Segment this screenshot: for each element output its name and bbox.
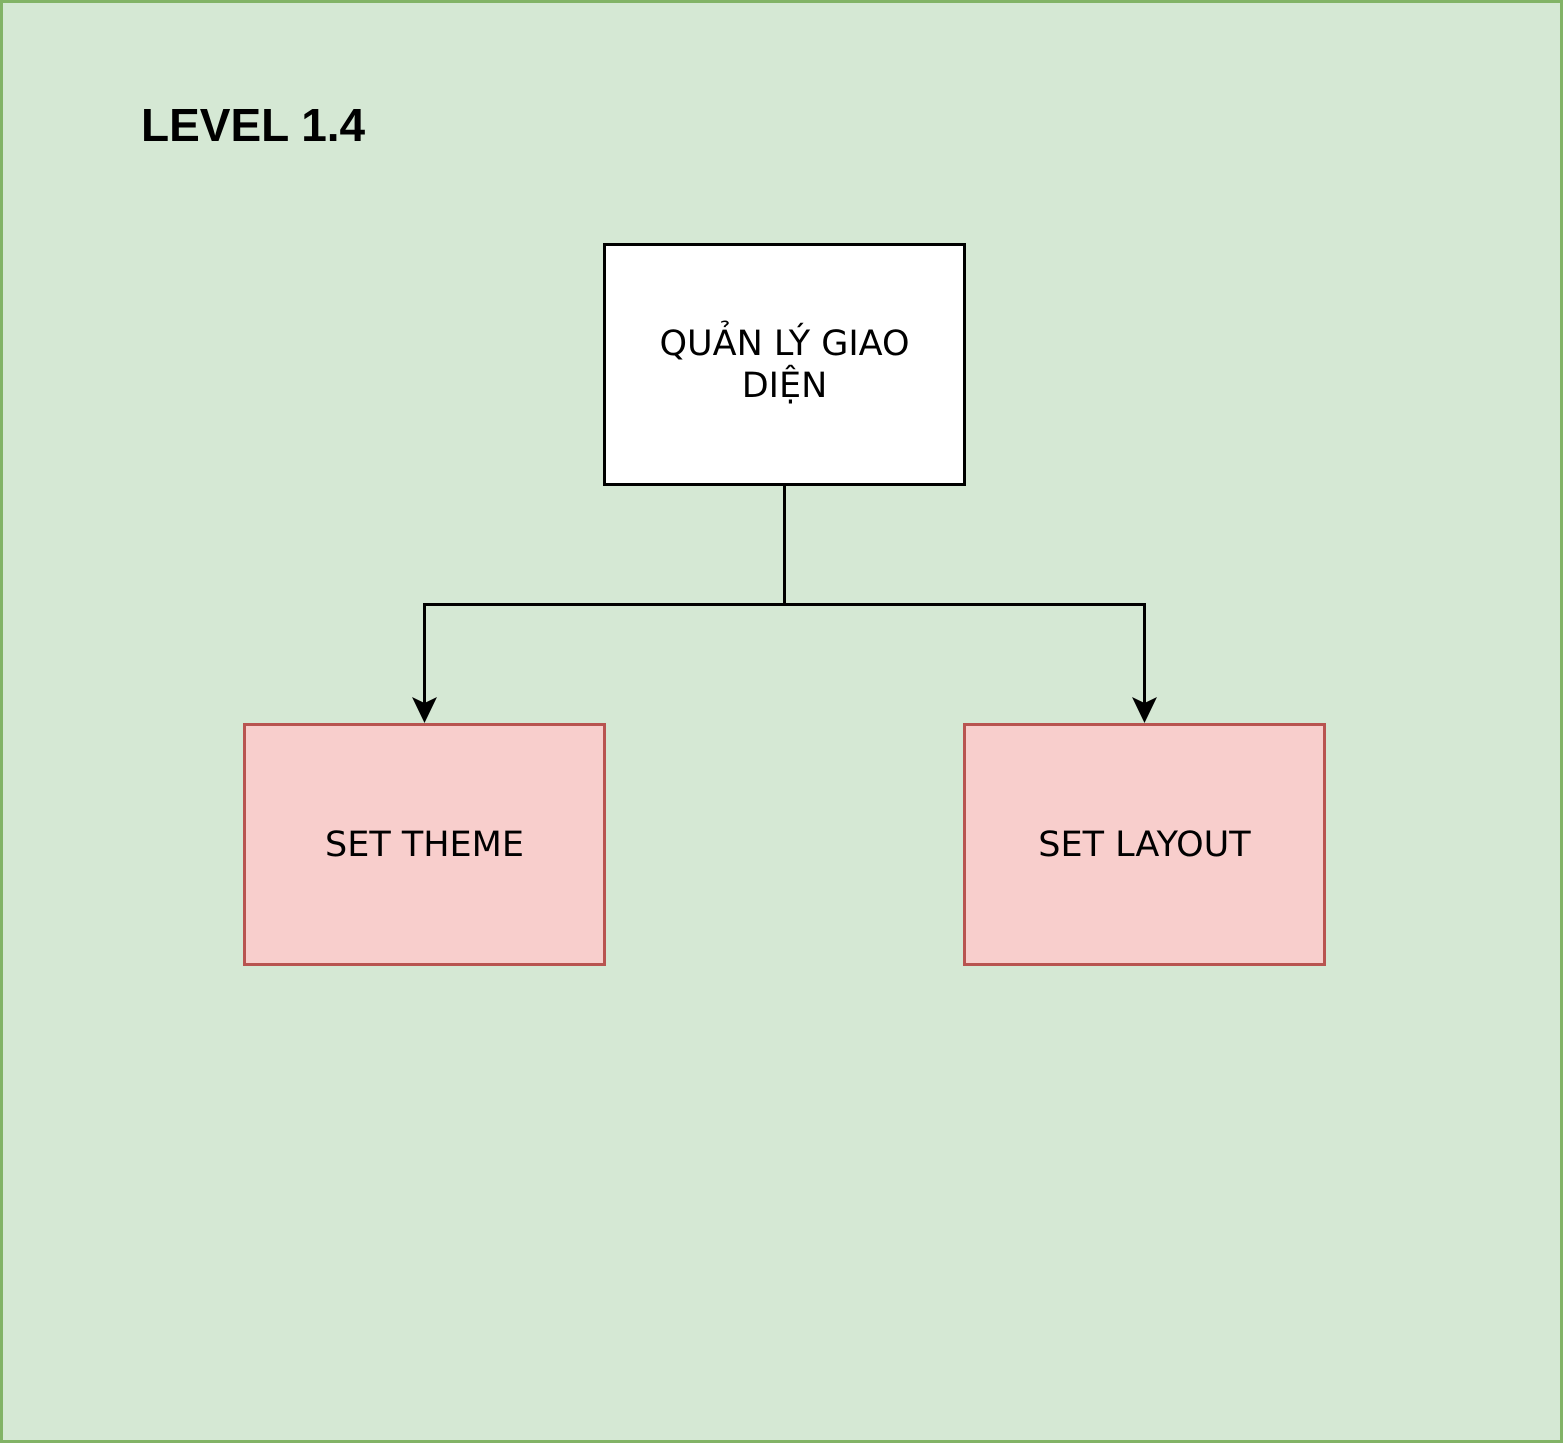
node-label: SET LAYOUT [1038,824,1251,865]
arrowhead-theme [412,697,437,723]
node-quan-ly-giao-dien[interactable]: QUẢN LÝ GIAO DIỆN [603,243,966,486]
node-set-layout[interactable]: SET LAYOUT [963,723,1326,966]
diagram-title: LEVEL 1.4 [141,99,366,151]
edge-root-to-layout [784,603,1146,711]
node-label: SET THEME [325,824,524,865]
node-set-theme[interactable]: SET THEME [243,723,606,966]
arrowhead-layout [1132,697,1157,723]
edges-layer [412,486,1157,723]
node-label: QUẢN LÝ GIAO DIỆN [659,323,910,406]
edge-root-to-theme [423,486,786,711]
